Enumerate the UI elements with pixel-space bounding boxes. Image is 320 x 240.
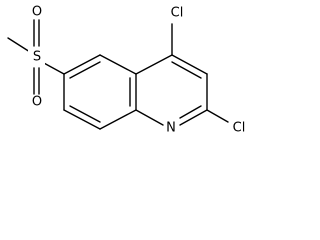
chemical-structure-diagram: S O O Cl Cl N <box>7 5 245 136</box>
bond-methyl-sulfur <box>7 37 31 53</box>
bond-c8-c7-inner <box>69 105 101 123</box>
bond-c8a-c8 <box>99 109 137 130</box>
atom-labels: S O O Cl Cl N <box>28 5 245 136</box>
atom-oxygen-bottom: O <box>32 95 42 110</box>
atom-chlorine-4: Cl <box>171 6 184 21</box>
atom-nitrogen: N <box>166 121 176 136</box>
bond-c2-n1-inner <box>179 105 202 119</box>
atom-chlorine-2: Cl <box>233 121 246 136</box>
bond-c6-c5 <box>63 54 101 75</box>
bond-c4-c3 <box>171 54 208 75</box>
bond-c8-c7 <box>63 109 101 130</box>
bond-c6-c5-inner <box>69 61 101 79</box>
bonds <box>7 19 229 130</box>
bond-n1-c8a <box>135 109 164 126</box>
bond-c4-c3-inner <box>171 61 202 79</box>
bond-c2-n1 <box>179 109 208 126</box>
bond-c4a-c4 <box>135 54 173 75</box>
atom-sulfur: S <box>33 50 41 65</box>
bond-c2-chlorine <box>206 109 229 123</box>
bond-sulfur-c6 <box>41 61 65 75</box>
atom-oxygen-top: O <box>32 5 42 20</box>
bond-c5-c4a <box>99 54 137 75</box>
